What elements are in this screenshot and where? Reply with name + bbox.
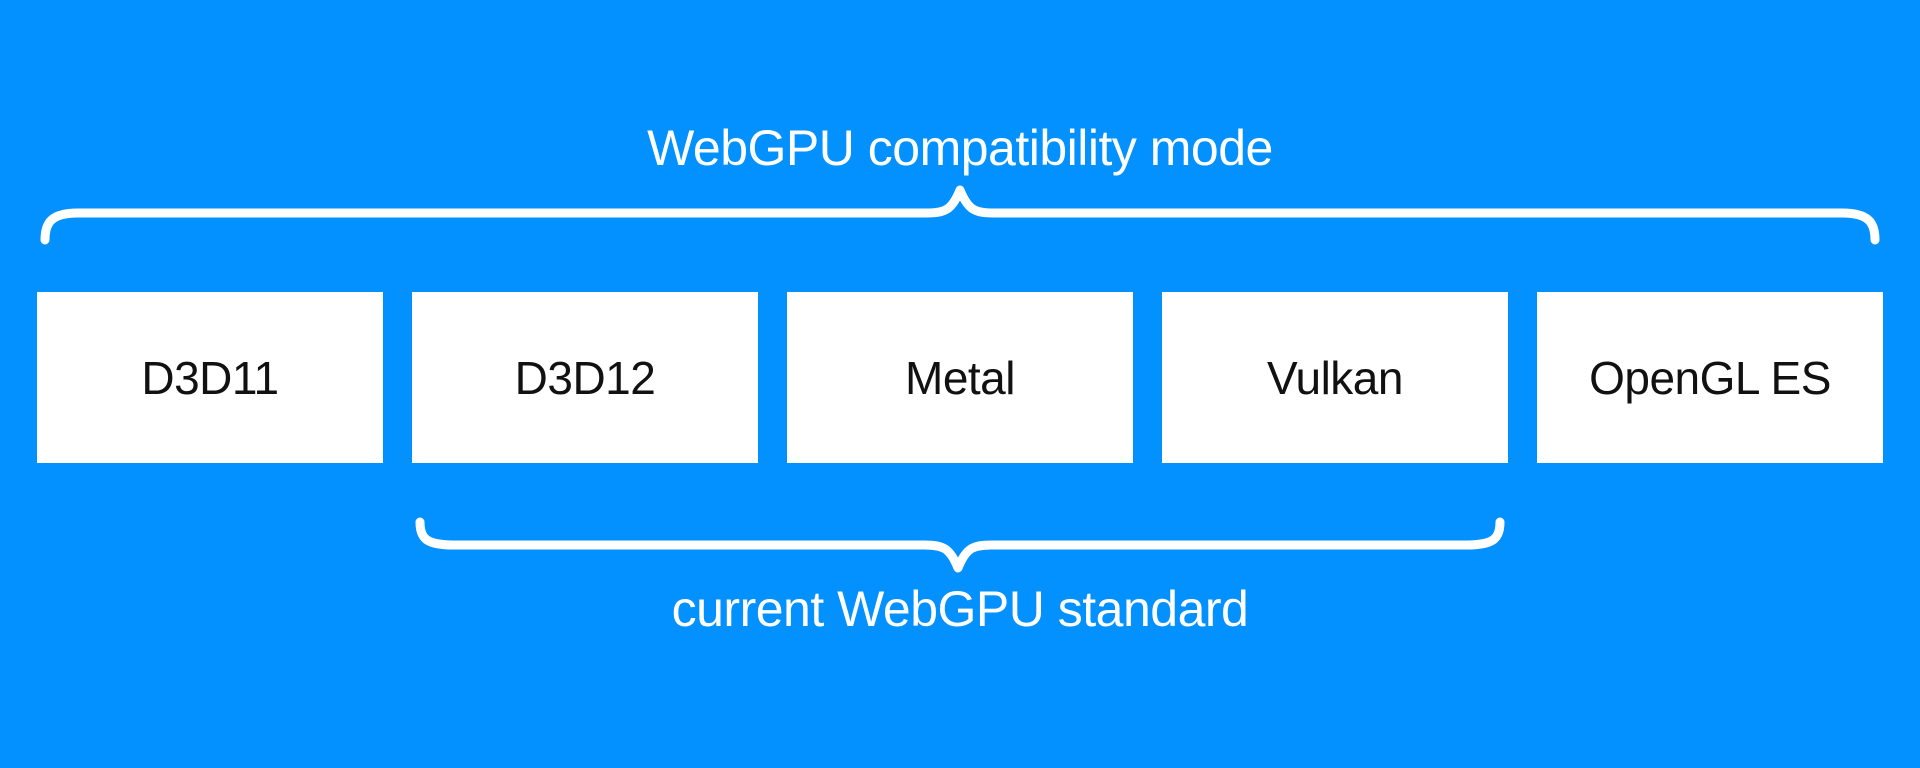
api-box-d3d11: D3D11 [37,292,383,463]
api-box-label: OpenGL ES [1589,351,1831,404]
bottom-brace-label: current WebGPU standard [671,581,1249,637]
api-boxes-row: D3D11 D3D12 Metal Vulkan OpenGL ES [37,292,1883,463]
api-box-opengl-es: OpenGL ES [1537,292,1883,463]
api-box-label: D3D12 [514,351,656,404]
api-box-label: D3D11 [141,351,279,404]
api-box-label: Metal [905,351,1015,404]
bottom-brace [415,517,1505,573]
api-box-d3d12: D3D12 [412,292,758,463]
api-box-label: Vulkan [1267,351,1403,404]
api-box-vulkan: Vulkan [1162,292,1508,463]
api-box-metal: Metal [787,292,1133,463]
top-brace [40,185,1880,245]
top-brace-label: WebGPU compatibility mode [647,120,1273,176]
